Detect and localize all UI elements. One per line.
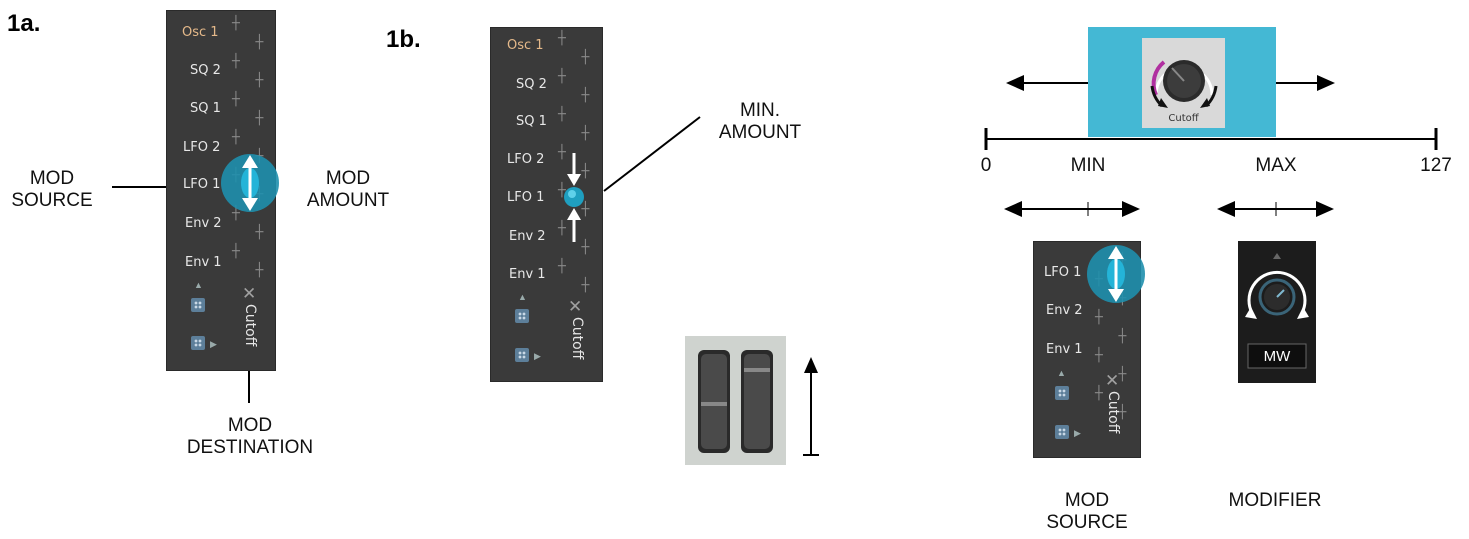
right-triangle-icon: ▶: [534, 351, 541, 361]
close-icon[interactable]: ✕: [1105, 371, 1120, 391]
strip-row-lfo1[interactable]: LFO 1: [1044, 265, 1082, 280]
dice-icon[interactable]: [1055, 386, 1069, 400]
modifier-knob[interactable]: [1238, 241, 1316, 383]
up-triangle-icon: ▲: [194, 280, 203, 290]
mod-source-label: MOD SOURCE: [1046, 490, 1128, 533]
dice-icon[interactable]: [515, 348, 529, 362]
strip-row-env1[interactable]: Env 1: [185, 255, 222, 270]
mod-source-label: MOD SOURCE: [11, 168, 93, 211]
right-triangle-icon: ▶: [210, 339, 217, 349]
up-arrow-icon: [803, 357, 819, 456]
strip-row-osc1[interactable]: Osc 1: [182, 25, 219, 40]
figure-label-1b: 1b.: [386, 26, 421, 53]
right-triangle-icon: ▶: [1074, 428, 1081, 438]
strip-row-sq1[interactable]: SQ 1: [516, 114, 547, 129]
strip-row-lfo1[interactable]: LFO 1: [183, 177, 221, 192]
dice-icon[interactable]: [191, 298, 205, 312]
mod-strip-1b: Osc 1 SQ 2 SQ 1 LFO 2 LFO 1 Env 2 Env 1 …: [490, 27, 603, 382]
strip-row-env1[interactable]: Env 1: [509, 267, 546, 282]
mod-wheels-photo: [685, 336, 786, 465]
strip-row-osc1[interactable]: Osc 1: [507, 38, 544, 53]
pitch-wheel[interactable]: [698, 350, 732, 454]
destination-label: Cutoff: [1105, 391, 1121, 434]
strip-row-env1[interactable]: Env 1: [1046, 342, 1083, 357]
dice-icon[interactable]: [191, 336, 205, 350]
dice-icon[interactable]: [1055, 425, 1069, 439]
mod-destination-label: MOD DESTINATION: [186, 415, 314, 458]
grid-marks: ┼ ┼┼ ┼┼ ┼┼ ┼┼ ┼┼ ┼┼ ┼: [558, 31, 590, 293]
modulation-wheel[interactable]: [741, 350, 775, 454]
min-amount-label: MIN. AMOUNT: [718, 100, 802, 143]
close-icon[interactable]: ✕: [568, 297, 583, 317]
cutoff-knob[interactable]: [1142, 38, 1225, 128]
cutoff-knob-label: Cutoff: [1168, 113, 1199, 124]
close-icon[interactable]: ✕: [242, 284, 257, 304]
axis-label-zero: 0: [980, 155, 992, 176]
strip-row-sq1[interactable]: SQ 1: [190, 101, 221, 116]
strip-row-env2[interactable]: Env 2: [185, 216, 222, 231]
strip-row-sq2[interactable]: SQ 2: [516, 77, 547, 92]
modifier-label: MODIFIER: [1228, 490, 1322, 511]
strip-row-env2[interactable]: Env 2: [1046, 303, 1083, 318]
strip-row-lfo1[interactable]: LFO 1: [507, 190, 545, 205]
modifier-badge[interactable]: MW: [1263, 348, 1291, 365]
strip-row-env2[interactable]: Env 2: [509, 229, 546, 244]
up-triangle-icon: ▲: [518, 292, 527, 302]
strip-row-lfo2[interactable]: LFO 2: [183, 140, 221, 155]
mod-amount-label: MOD AMOUNT: [306, 168, 390, 211]
up-triangle-icon: ▲: [1057, 368, 1066, 378]
mod-source-strip: LFO 1 Env 2 Env 1 ┼┼ ┼┼ ┼┼ ┼┼ ┼ ▲ ▶ ✕ Cu…: [1033, 241, 1141, 458]
dice-icon[interactable]: [515, 309, 529, 323]
axis-label-min: MIN: [1070, 155, 1106, 176]
min-amount-handle[interactable]: [555, 150, 595, 245]
mod-amount-handle[interactable]: [1086, 243, 1146, 305]
strip-row-lfo2[interactable]: LFO 2: [507, 152, 545, 167]
mod-amount-handle[interactable]: [220, 152, 280, 214]
strip-row-sq2[interactable]: SQ 2: [190, 63, 221, 78]
axis-label-max: MAX: [1255, 155, 1297, 176]
axis-label-127: 127: [1420, 155, 1452, 176]
figure-label-1a: 1a.: [7, 10, 41, 37]
